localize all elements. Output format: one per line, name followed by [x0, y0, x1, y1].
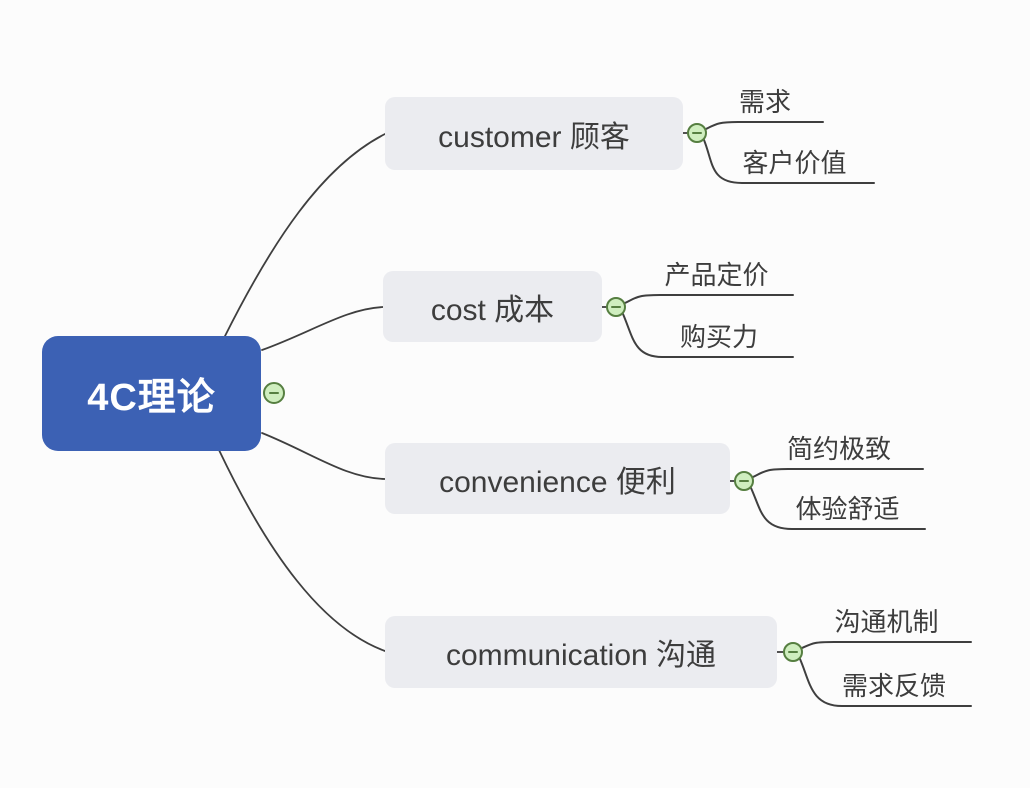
branch-label: customer 顾客 [438, 120, 630, 154]
branch-label: convenience 便利 [439, 465, 676, 499]
branch-label: communication 沟通 [445, 639, 717, 672]
connector-convenience-leaf2 [750, 487, 926, 530]
connector-root-cost [261, 306, 384, 351]
connector-cost-leaf1 [624, 294, 794, 304]
branch-node-convenience[interactable]: convenience 便利 [385, 443, 730, 514]
root-label: 4C理论 [87, 377, 216, 419]
branch-node-cost[interactable]: cost 成本 [383, 271, 602, 342]
collapse-button-root[interactable] [263, 382, 285, 404]
leaf-node[interactable]: 客户价值 [742, 148, 847, 178]
leaf-node[interactable]: 简约极致 [786, 434, 891, 464]
leaf-node[interactable]: 需求 [738, 87, 791, 117]
minus-icon [611, 306, 621, 308]
connector-communication-leaf1 [801, 641, 972, 649]
connector-root-communication [218, 449, 386, 652]
branch-label: cost 成本 [430, 293, 555, 327]
leaf-node[interactable]: 需求反馈 [841, 671, 946, 701]
connector-customer-leaf1 [705, 121, 824, 130]
branch-node-customer[interactable]: customer 顾客 [385, 97, 683, 170]
collapse-button-convenience[interactable] [734, 471, 754, 491]
minus-icon [269, 392, 279, 394]
connector-customer-leaf2 [703, 139, 875, 184]
collapse-button-customer[interactable] [687, 123, 707, 143]
leaf-node[interactable]: 产品定价 [664, 260, 769, 290]
minus-icon [692, 132, 702, 134]
collapse-button-communication[interactable] [783, 642, 803, 662]
root-node[interactable]: 4C理论 [42, 336, 261, 451]
leaf-node[interactable]: 购买力 [679, 322, 758, 352]
minus-icon [788, 651, 798, 653]
collapse-button-cost[interactable] [606, 297, 626, 317]
connector-communication-leaf2 [799, 658, 972, 707]
connector-root-customer [223, 133, 386, 339]
connector-cost-leaf2 [622, 313, 794, 358]
minus-icon [739, 480, 749, 482]
leaf-node[interactable]: 体验舒适 [795, 494, 900, 524]
leaf-node[interactable]: 沟通机制 [834, 607, 939, 637]
branch-node-communication[interactable]: communication 沟通 [385, 616, 777, 688]
connector-root-convenience [261, 432, 386, 480]
connector-convenience-leaf1 [752, 468, 924, 478]
